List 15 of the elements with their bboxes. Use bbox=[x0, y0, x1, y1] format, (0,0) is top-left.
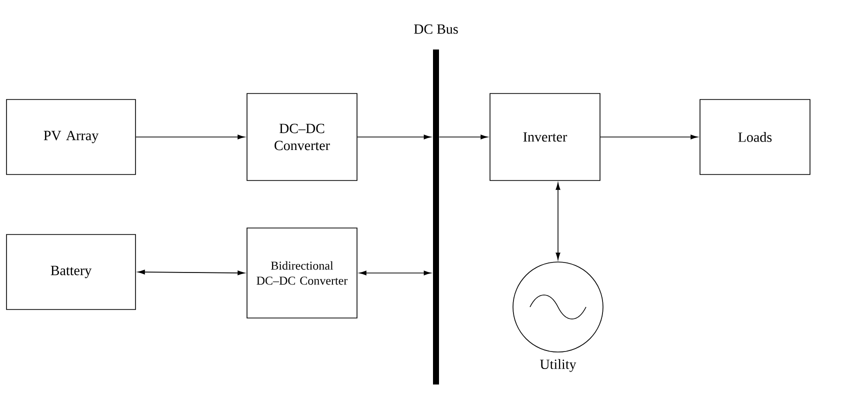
block-box: Battery bbox=[6, 234, 136, 310]
block-box: DC–DC Converter bbox=[246, 93, 358, 181]
bus-bar: DC Bus bbox=[414, 24, 458, 384]
arrow bbox=[357, 134, 431, 140]
block-box: PV Array bbox=[6, 99, 136, 175]
arrow bbox=[136, 134, 245, 140]
arrow bbox=[556, 182, 560, 260]
block-box: Inverter bbox=[490, 93, 600, 181]
arrow bbox=[138, 270, 245, 276]
arrow bbox=[438, 134, 488, 140]
block-box: Bidirectional DC–DC Converter bbox=[246, 228, 358, 318]
block-box: Loads bbox=[700, 99, 810, 175]
arrow bbox=[600, 134, 698, 140]
node-label: DC Bus bbox=[414, 24, 458, 34]
arrow bbox=[359, 270, 431, 276]
